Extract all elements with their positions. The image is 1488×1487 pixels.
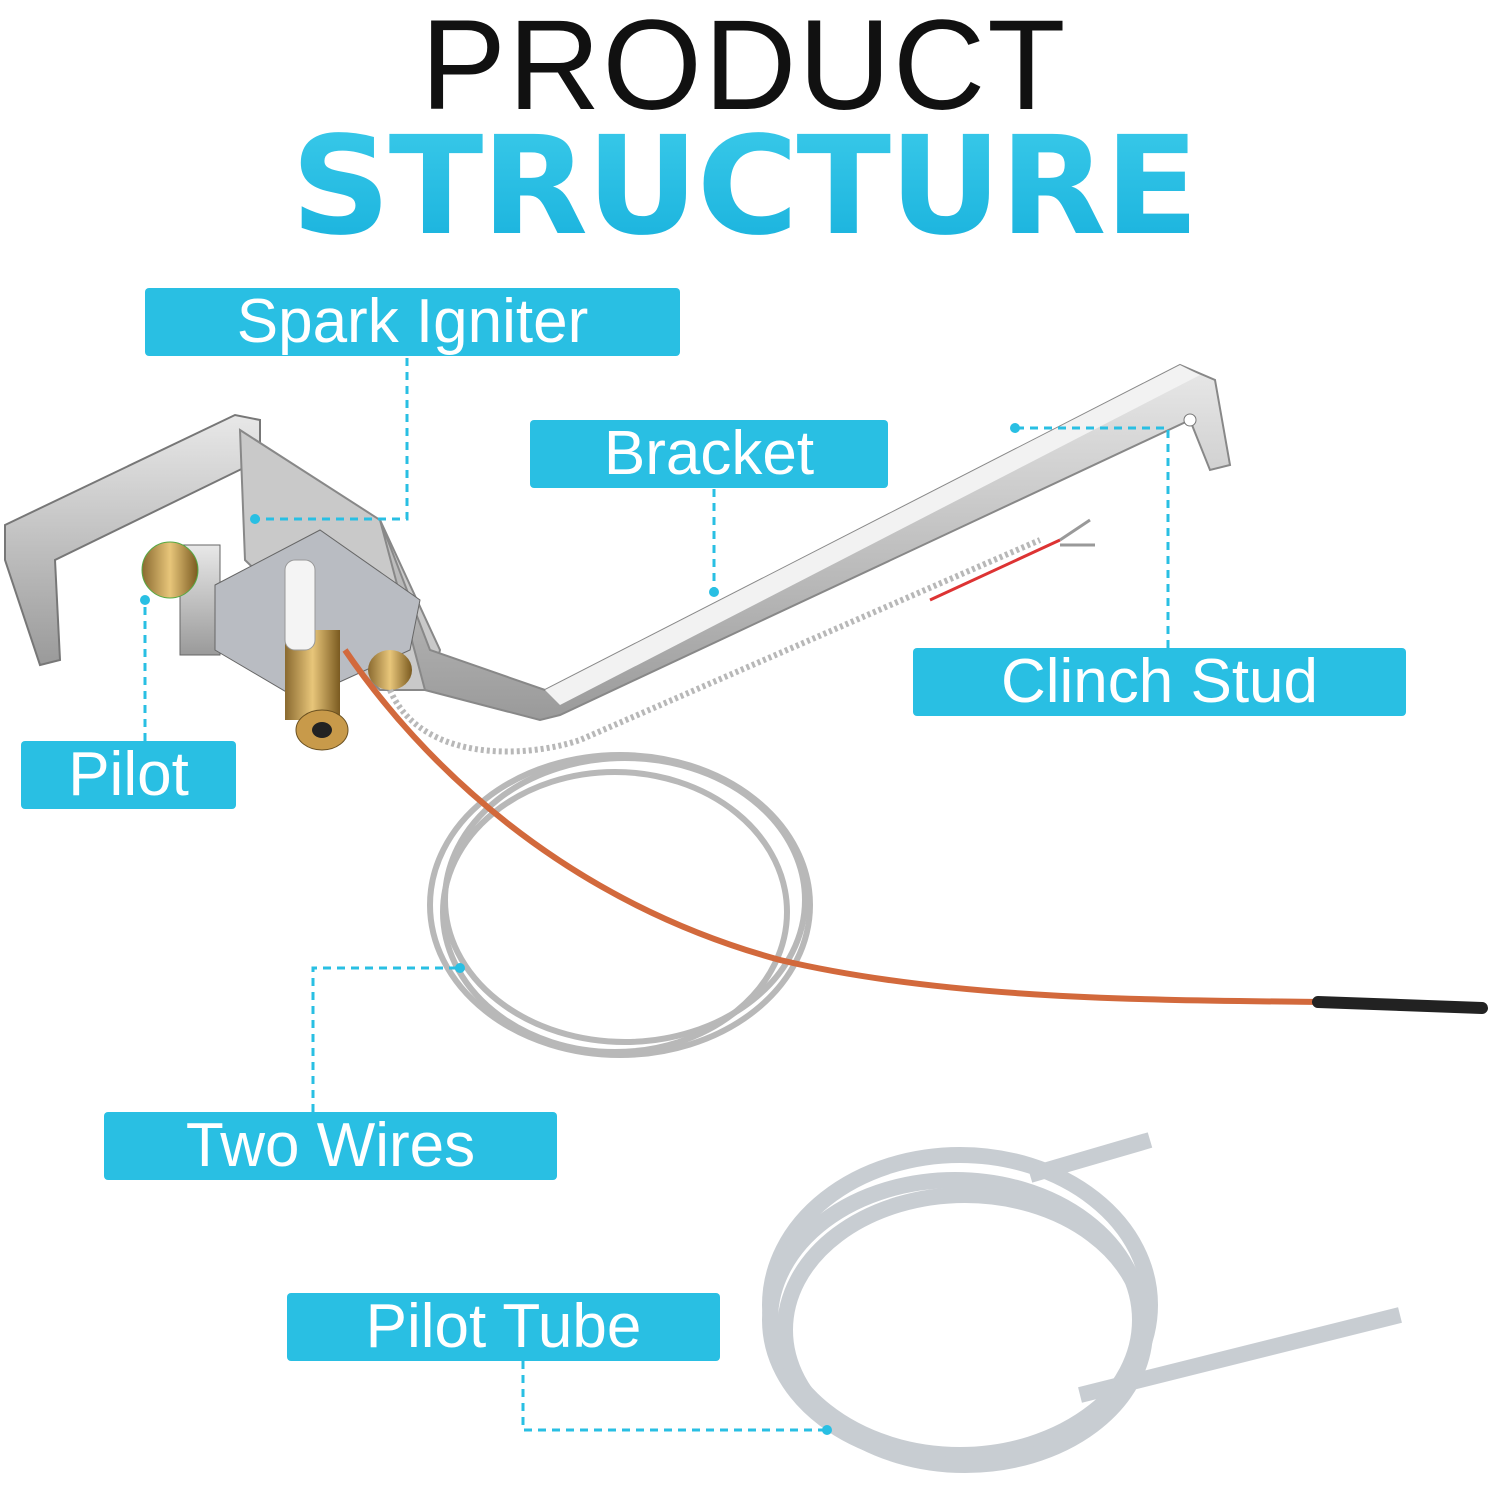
label-two-wires: Two Wires xyxy=(104,1112,557,1180)
pilot-tube-shape xyxy=(762,1132,1402,1473)
title-structure: STRUCTURE xyxy=(0,108,1488,266)
leader-dots xyxy=(140,423,1020,1435)
title-product: PRODUCT xyxy=(420,0,1068,137)
pilot-assembly xyxy=(141,529,421,751)
label-clinch-stud: Clinch Stud xyxy=(913,648,1406,716)
label-bracket: Bracket xyxy=(530,420,888,488)
leader-lines xyxy=(143,358,1170,1432)
armored-wire xyxy=(387,518,1095,1058)
bracket-shape xyxy=(379,363,1232,722)
label-pilot: Pilot xyxy=(21,741,236,809)
label-pilot-tube: Pilot Tube xyxy=(287,1293,720,1361)
label-spark-igniter: Spark Igniter xyxy=(145,288,680,356)
igniter-wire xyxy=(342,648,1488,1014)
